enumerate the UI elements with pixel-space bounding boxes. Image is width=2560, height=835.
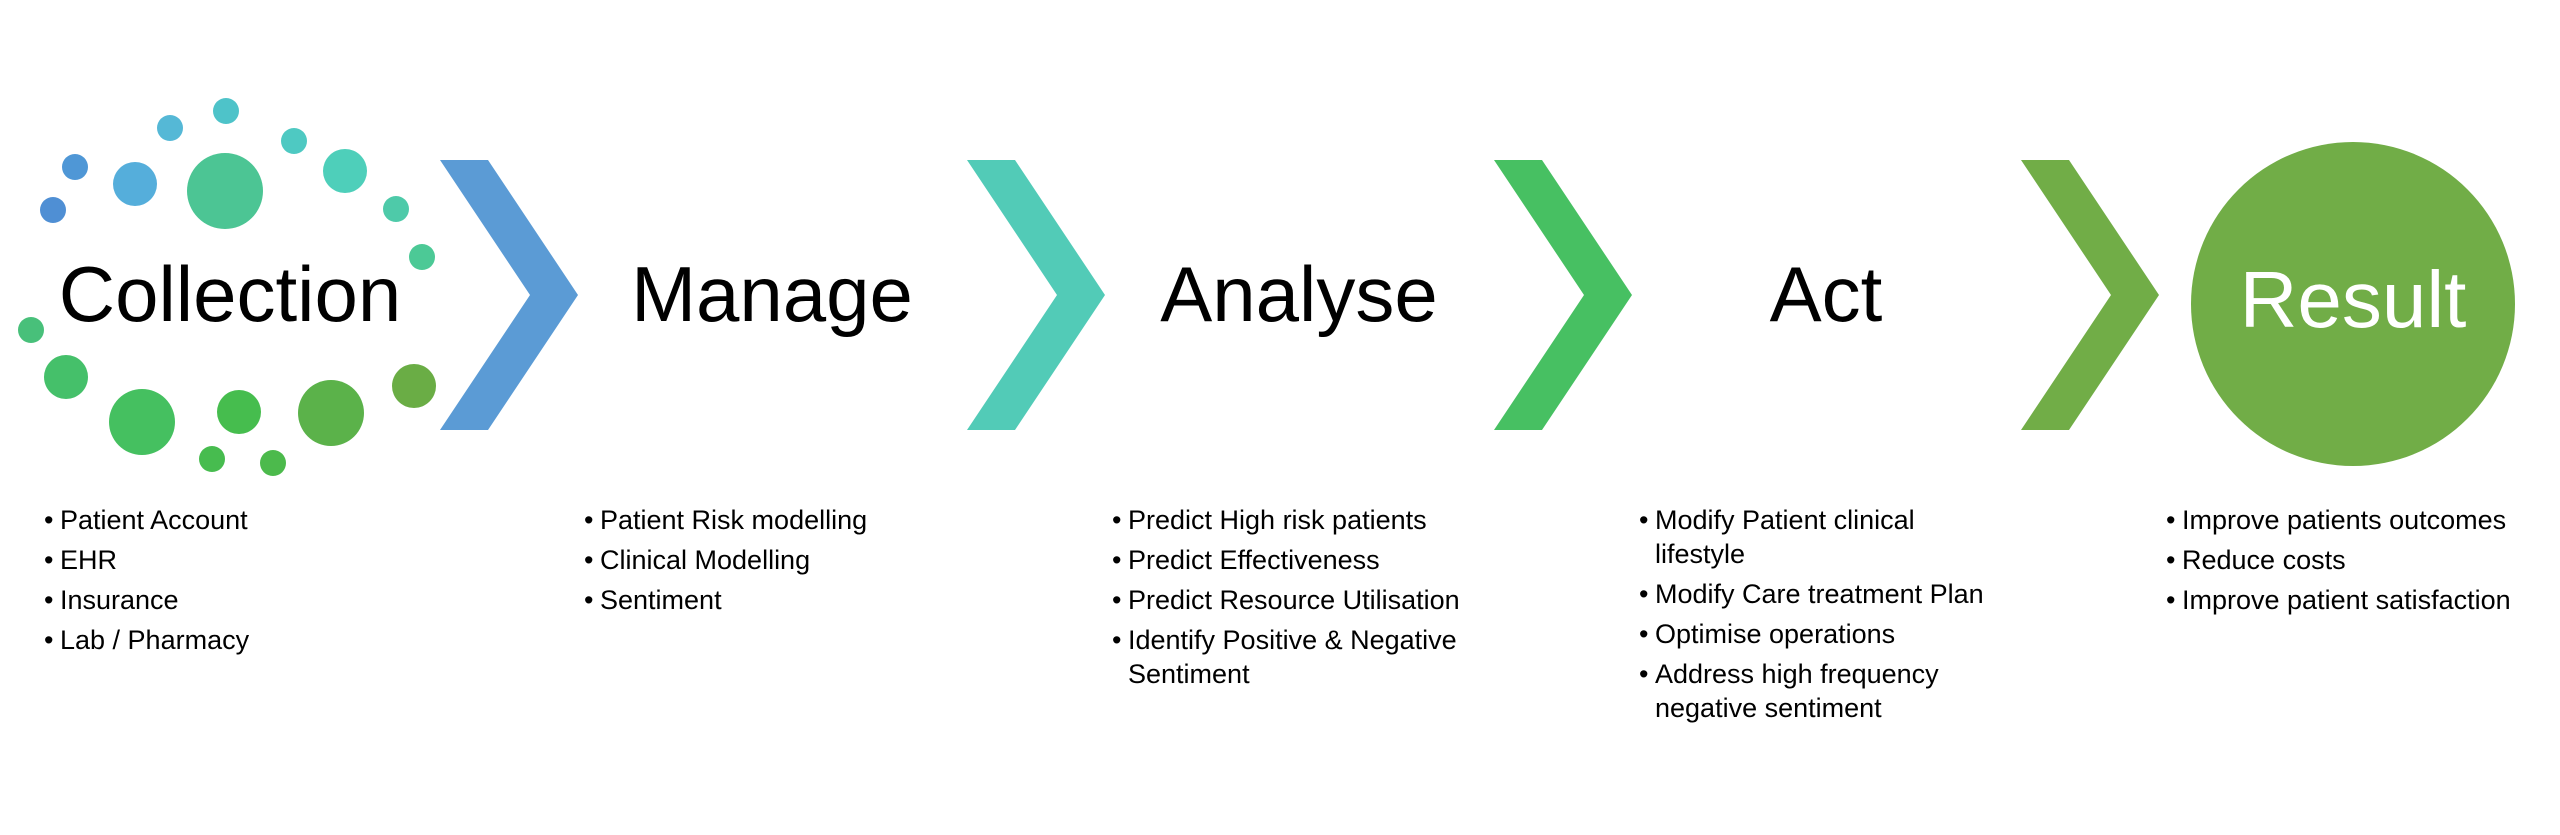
list-item: Predict Effectiveness (1112, 543, 1522, 577)
dot (44, 355, 88, 399)
collection-dots-decoration (18, 98, 436, 476)
list-item: Patient Risk modelling (584, 503, 1004, 537)
chevron-arrow-1 (440, 160, 578, 430)
list-item: Improve patients outcomes (2166, 503, 2556, 537)
stage-title-analyse: Analyse (1160, 250, 1438, 338)
dot (62, 154, 88, 180)
stage-title-act: Act (1769, 250, 1883, 338)
list-item: Optimise operations (1639, 617, 2049, 651)
list-item: EHR (44, 543, 464, 577)
dot (157, 115, 183, 141)
bullet-list-result: Improve patients outcomes Reduce costs I… (2166, 503, 2556, 623)
dot (298, 380, 364, 446)
list-item: Reduce costs (2166, 543, 2556, 577)
list-item: Predict Resource Utilisation (1112, 583, 1522, 617)
list-item: Predict High risk patients (1112, 503, 1522, 537)
dot (383, 196, 409, 222)
list-item: Clinical Modelling (584, 543, 1004, 577)
chevron-arrow-4 (2021, 160, 2159, 430)
result-circle (2191, 142, 2515, 466)
dot (213, 98, 239, 124)
chevron-arrow-2 (967, 160, 1105, 430)
dot (113, 162, 157, 206)
dot (18, 317, 44, 343)
dot (281, 128, 307, 154)
list-item: Patient Account (44, 503, 464, 537)
list-item: Modify Patient clinical lifestyle (1639, 503, 1975, 571)
list-item: Insurance (44, 583, 464, 617)
stage-title-manage: Manage (631, 250, 913, 338)
dot (323, 149, 367, 193)
bullet-list-analyse: Predict High risk patients Predict Effec… (1112, 503, 1522, 697)
dot (199, 446, 225, 472)
dot (260, 450, 286, 476)
bullet-list-collection: Patient Account EHR Insurance Lab / Phar… (44, 503, 464, 663)
list-item: Address high frequency negative sentimen… (1639, 657, 1985, 725)
dot (187, 153, 263, 229)
bullet-list-act: Modify Patient clinical lifestyle Modify… (1639, 503, 2049, 731)
dot (392, 364, 436, 408)
list-item: Identify Positive & Negative Sentiment (1112, 623, 1488, 691)
bullet-list-manage: Patient Risk modelling Clinical Modellin… (584, 503, 1004, 623)
list-item: Sentiment (584, 583, 1004, 617)
dot (109, 389, 175, 455)
dot (40, 197, 66, 223)
stage-title-collection: Collection (58, 250, 402, 338)
dot (409, 244, 435, 270)
list-item: Lab / Pharmacy (44, 623, 464, 657)
dot (217, 390, 261, 434)
chevron-arrow-3 (1494, 160, 1632, 430)
stage-title-result: Result (2239, 255, 2467, 344)
list-item: Improve patient satisfaction (2166, 583, 2556, 617)
list-item: Modify Care treatment Plan (1639, 577, 2049, 611)
